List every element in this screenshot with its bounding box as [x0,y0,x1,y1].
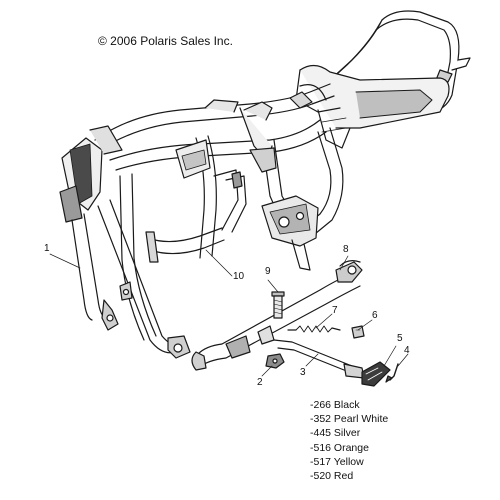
color-code-red: -520 Red [310,470,354,483]
spring [287,325,341,333]
engine-cradle [195,107,344,271]
color-code-legend: -266 Black -352 Pearl White -445 Silver … [310,398,388,483]
clip [351,325,365,339]
steering-head [59,125,123,223]
rear-subframe [295,64,450,149]
callout-9: 9 [265,266,271,277]
side-bracket [175,139,211,179]
callout-3: 3 [300,367,306,378]
screw [385,363,399,383]
color-code-silver: -445 Silver [310,427,361,440]
color-code-black: -266 Black [310,399,360,411]
rear-loop [325,10,471,113]
callout-6: 6 [372,310,378,321]
callout-7: 7 [332,305,338,316]
color-code-yellow: -517 Yellow [310,455,364,468]
stand-pad [361,361,391,387]
callout-2: 2 [257,377,263,388]
callout-4: 4 [404,345,410,356]
nut [265,353,285,369]
callout-8: 8 [343,244,349,255]
down-tubes [71,173,191,359]
top-tubes [94,83,335,171]
copyright-notice: © 2006 Polaris Sales Inc. [98,34,233,48]
leader-lines [49,249,409,377]
color-code-pearl-white: -352 Pearl White [310,413,389,426]
callout-10: 10 [233,271,245,282]
callout-5: 5 [397,333,403,344]
bolt [271,291,285,319]
callout-1: 1 [44,243,50,254]
color-code-orange: -516 Orange [310,441,369,454]
lower-cross-member [119,169,247,301]
kickstand [191,260,365,379]
